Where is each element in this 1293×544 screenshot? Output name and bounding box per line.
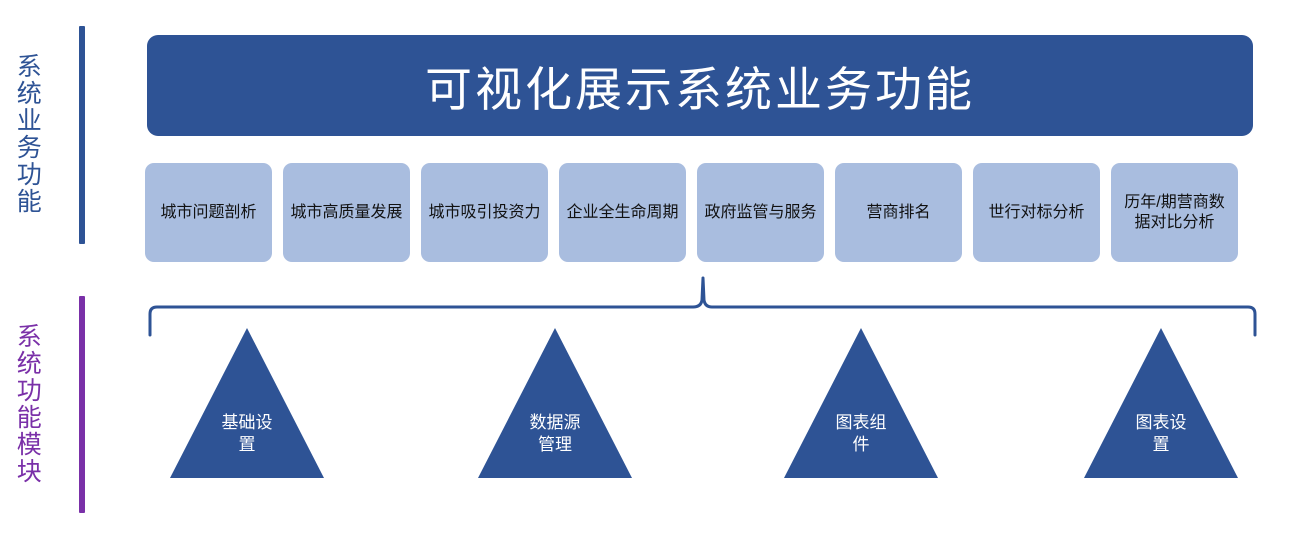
- function-module-triangle-3[interactable]: 图表组件: [781, 326, 941, 481]
- business-function-box-7[interactable]: 世行对标分析: [973, 163, 1100, 262]
- business-function-box-6[interactable]: 营商排名: [835, 163, 962, 262]
- business-function-label-2: 城市高质量发展: [290, 203, 403, 221]
- page-title: 可视化展示系统业务功能: [425, 63, 975, 116]
- triangle-icon: [784, 328, 938, 478]
- business-function-label-5: 政府监管与服务: [704, 203, 817, 221]
- business-function-box-1[interactable]: 城市问题剖析: [145, 163, 272, 262]
- business-function-label-3: 城市吸引投资力: [428, 203, 541, 221]
- business-function-label-1: 城市问题剖析: [160, 203, 257, 221]
- business-function-label-8: 历年/期营商数据对比分析: [1124, 193, 1225, 231]
- section-divider-function-modules: [79, 296, 85, 513]
- function-module-triangle-4[interactable]: 图表设置: [1081, 326, 1241, 481]
- triangle-icon: [170, 328, 324, 478]
- business-function-label-7: 世行对标分析: [988, 203, 1085, 221]
- business-function-box-4[interactable]: 企业全生命周期: [559, 163, 686, 262]
- section-label-business-functions: 系统业务功能: [13, 53, 42, 215]
- business-function-box-5[interactable]: 政府监管与服务: [697, 163, 824, 262]
- business-function-box-2[interactable]: 城市高质量发展: [283, 163, 410, 262]
- function-module-triangle-2[interactable]: 数据源管理: [475, 326, 635, 481]
- section-label-function-modules: 系统功能模块: [13, 323, 42, 485]
- business-function-label-4: 企业全生命周期: [566, 203, 679, 221]
- triangle-icon: [1084, 328, 1238, 478]
- grouping-brace: [148, 276, 1257, 337]
- function-module-triangle-1[interactable]: 基础设置: [167, 326, 327, 481]
- business-function-box-8[interactable]: 历年/期营商数据对比分析: [1111, 163, 1238, 262]
- business-function-row: 城市问题剖析 城市高质量发展 城市吸引投资力 企业全生命周期 政府监管与服务 营…: [145, 163, 1255, 262]
- triangle-icon: [478, 328, 632, 478]
- business-function-box-3[interactable]: 城市吸引投资力: [421, 163, 548, 262]
- section-divider-business-functions: [79, 26, 85, 244]
- brace-path: [148, 276, 1257, 337]
- title-banner: 可视化展示系统业务功能: [147, 35, 1253, 136]
- business-function-label-6: 营商排名: [866, 203, 931, 221]
